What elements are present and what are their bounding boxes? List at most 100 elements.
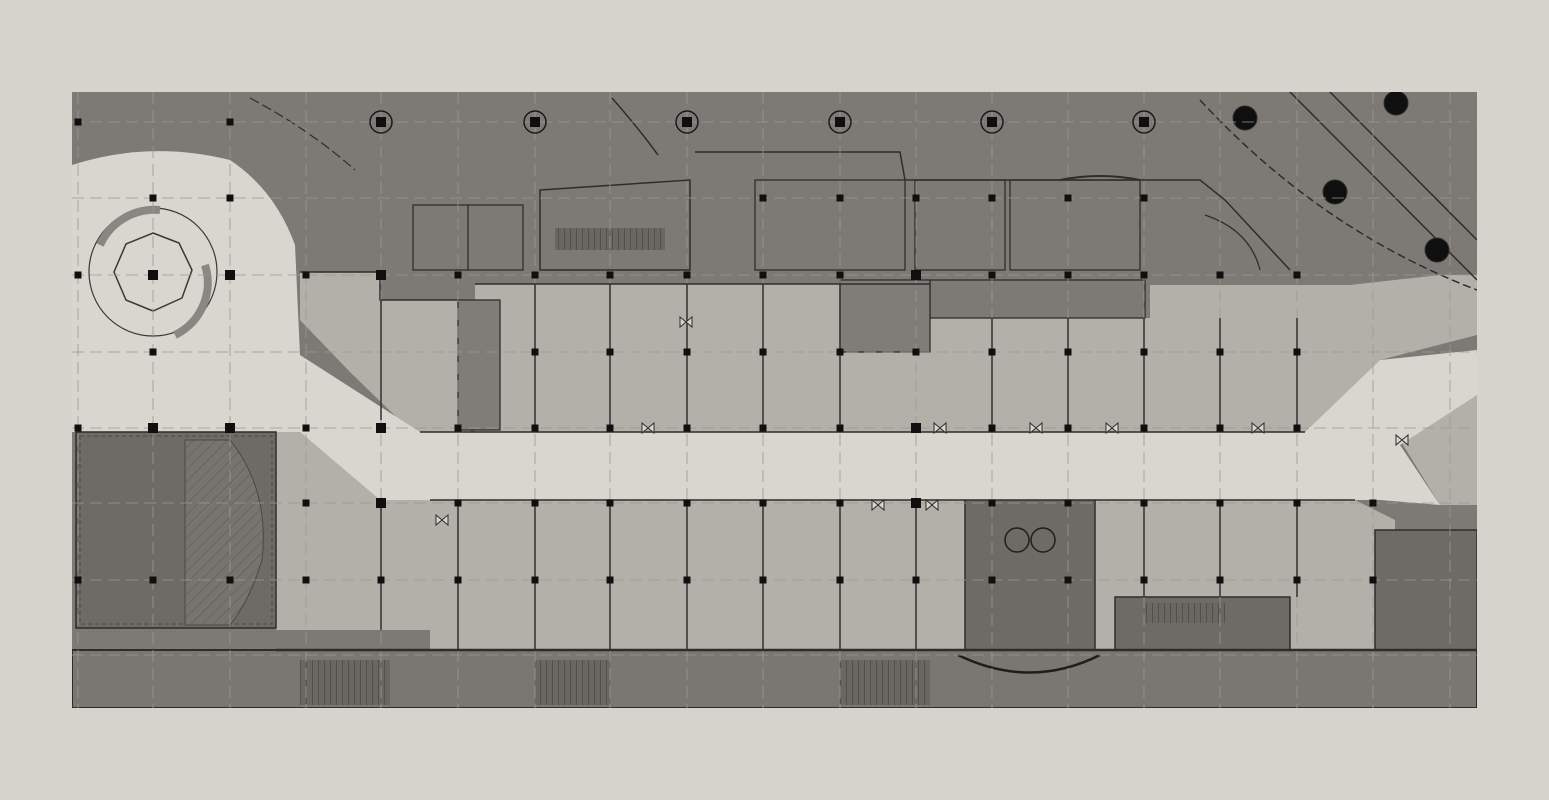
column-marker	[1424, 237, 1450, 263]
column-marker	[912, 348, 920, 356]
escalator-icon	[1030, 527, 1056, 553]
column-marker	[606, 271, 614, 279]
stair-run	[535, 660, 610, 705]
column-marker	[149, 194, 157, 202]
column-marker	[606, 424, 614, 432]
column-marker	[759, 271, 767, 279]
column-marker	[74, 576, 82, 584]
escalator-icon	[1004, 527, 1030, 553]
column-marker	[148, 423, 158, 433]
tenant-space-south-row	[430, 500, 965, 650]
column-marker	[531, 348, 539, 356]
column-marker	[376, 270, 386, 280]
column-marker	[1293, 576, 1301, 584]
door-swing-icon	[1395, 433, 1409, 447]
column-marker	[759, 576, 767, 584]
column-marker	[376, 498, 386, 508]
column-marker	[911, 270, 921, 280]
column-marker	[988, 271, 996, 279]
central-core-arc	[957, 653, 1101, 674]
column-marker	[149, 348, 157, 356]
storefront-lines	[276, 283, 1477, 652]
column-marker	[759, 424, 767, 432]
column-marker	[836, 271, 844, 279]
column-marker	[836, 424, 844, 432]
south-stair-runs	[300, 660, 930, 705]
column-marker	[531, 271, 539, 279]
column-marker-ring	[828, 110, 852, 134]
column-marker	[1140, 576, 1148, 584]
room	[754, 179, 906, 271]
column-marker	[531, 499, 539, 507]
rotunda-area	[72, 151, 300, 355]
column-marker	[454, 499, 462, 507]
column-marker	[759, 194, 767, 202]
column-marker	[225, 423, 235, 433]
main-concourse	[72, 350, 1477, 505]
wing-arc	[1199, 99, 1477, 291]
column-marker	[225, 270, 235, 280]
column-marker	[226, 194, 234, 202]
column-marker	[531, 576, 539, 584]
column-marker	[836, 499, 844, 507]
south-service-strip	[72, 649, 1477, 708]
column-marker	[302, 271, 310, 279]
column-marker	[836, 348, 844, 356]
column-marker	[1139, 117, 1149, 127]
service-room	[457, 299, 501, 431]
column-marker	[1064, 348, 1072, 356]
column-marker	[1216, 576, 1224, 584]
column-marker	[1383, 92, 1409, 116]
column-marker-ring	[1132, 110, 1156, 134]
stair-run	[840, 660, 930, 705]
tenant-space-north-west	[300, 272, 470, 440]
column-marker	[911, 423, 921, 433]
column-marker	[226, 118, 234, 126]
column-marker	[302, 424, 310, 432]
restroom-fixture-icon	[839, 279, 931, 353]
east-edge-block	[1374, 529, 1477, 651]
column-marker	[682, 117, 692, 127]
tenant-space-south-west	[276, 432, 430, 630]
column-marker	[1293, 424, 1301, 432]
column-marker	[759, 499, 767, 507]
column-marker	[1064, 424, 1072, 432]
column-marker	[911, 498, 921, 508]
column-marker	[988, 424, 996, 432]
column-marker-ring	[523, 110, 547, 134]
north-east-wing	[1199, 92, 1477, 291]
column-marker	[1216, 348, 1224, 356]
door-swing-icon	[1029, 421, 1043, 435]
column-marker	[1232, 105, 1258, 131]
column-marker	[376, 117, 386, 127]
column-marker	[1369, 576, 1377, 584]
public-concourse	[72, 151, 1477, 505]
column-marker	[836, 194, 844, 202]
door-swing-icon	[925, 498, 939, 512]
column-marker	[376, 423, 386, 433]
column-marker	[74, 271, 82, 279]
door-swing-icon	[933, 421, 947, 435]
column-marker	[987, 117, 997, 127]
column-marker	[683, 424, 691, 432]
column-marker	[1216, 424, 1224, 432]
column-marker	[683, 348, 691, 356]
column-marker	[377, 576, 385, 584]
tenant-demising-walls	[380, 284, 1298, 650]
column-marker	[988, 194, 996, 202]
door-swing-icon	[435, 513, 449, 527]
column-marker	[1293, 348, 1301, 356]
column-marker	[302, 576, 310, 584]
column-marker-ring	[980, 110, 1004, 134]
south-west-hall-inner	[79, 435, 273, 625]
door-swing-icon	[1059, 175, 1141, 181]
door-swing-icon	[871, 498, 885, 512]
column-marker	[912, 576, 920, 584]
concourse-edge-wall	[300, 271, 460, 301]
door-swing-icon	[1105, 421, 1119, 435]
north-escalator-block	[539, 179, 691, 271]
column-marker	[302, 499, 310, 507]
column-marker	[1140, 271, 1148, 279]
door-swing-icon	[1204, 214, 1261, 271]
